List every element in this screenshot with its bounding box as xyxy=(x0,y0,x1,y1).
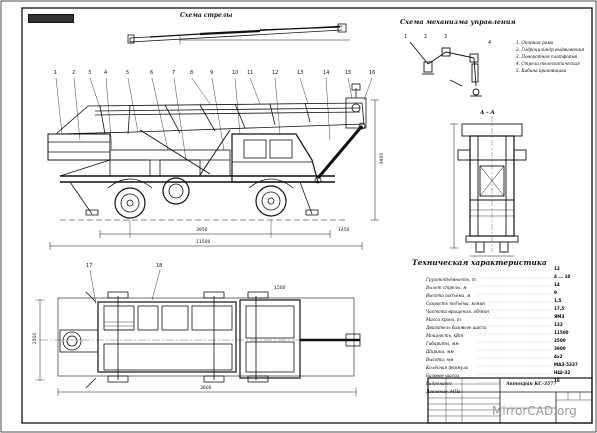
dim-plan-2: 1500 xyxy=(274,286,286,291)
side-callout: 7 xyxy=(172,70,176,76)
legend-item: 5. Кабина крановщика xyxy=(516,68,567,73)
side-callout: 11 xyxy=(247,70,254,76)
dim-height: 3900 xyxy=(380,152,386,165)
plan-callout: 18 xyxy=(156,263,163,269)
dim-front-overhang: 1450 xyxy=(338,228,350,233)
side-callout: 9 xyxy=(210,70,214,76)
mech-callout-3: 3 xyxy=(444,34,448,40)
side-callout: 16 xyxy=(369,70,376,76)
dim-overall-length: 11500 xyxy=(196,240,211,245)
boom-scheme xyxy=(127,23,350,44)
title-block xyxy=(427,377,593,424)
side-callout: 1 xyxy=(54,70,58,76)
boom-scheme-title: Схема стрелы xyxy=(180,12,233,19)
mech-callout-1: 1 xyxy=(404,34,408,40)
mechanism-title: Схема механизма управления xyxy=(400,18,516,26)
side-callout: 13 xyxy=(297,70,304,76)
side-callout: 15 xyxy=(345,70,352,76)
side-callout: 8 xyxy=(190,70,194,76)
watermark: MirrorCAD.org xyxy=(492,404,577,418)
side-elevation xyxy=(47,77,379,305)
title-block-title: Автокран КС-3577 xyxy=(506,382,557,387)
side-callout: 10 xyxy=(232,70,239,76)
mechanism-scheme xyxy=(409,41,482,97)
side-callout: 3 xyxy=(88,70,92,76)
plan-view xyxy=(36,291,361,396)
dim-plan-3: 3600 xyxy=(200,386,212,391)
dim-plan-width: 2500 xyxy=(33,332,39,345)
legend-item: 4. Стрела телескопическая xyxy=(516,61,580,66)
mechanism-legend: 1. Опорная рама 2. Гидроцилиндр выдвижен… xyxy=(516,40,584,75)
side-callout: 4 xyxy=(104,70,108,76)
dim-wheelbase: 3950 xyxy=(196,228,208,233)
legend-item: 1. Опорная рама xyxy=(516,40,554,45)
section-aa xyxy=(450,116,527,257)
plan-callout: 17 xyxy=(86,263,93,269)
document-stamp xyxy=(28,14,74,23)
side-callout: 2 xyxy=(72,70,76,76)
side-callout: 6 xyxy=(150,70,154,76)
legend-item: 2. Гидроцилиндр выдвижения xyxy=(516,47,585,52)
side-callout: 5 xyxy=(126,70,130,76)
tech-spec-title: Техническая характеристика xyxy=(412,258,547,267)
legend-item: 3. Поворотная платформа xyxy=(516,54,578,59)
section-label: A - A xyxy=(480,110,495,116)
side-callout: 12 xyxy=(272,70,279,76)
side-callout: 14 xyxy=(323,70,330,76)
mech-callout-4: 4 xyxy=(488,40,492,46)
mech-callout-2: 2 xyxy=(424,34,428,40)
